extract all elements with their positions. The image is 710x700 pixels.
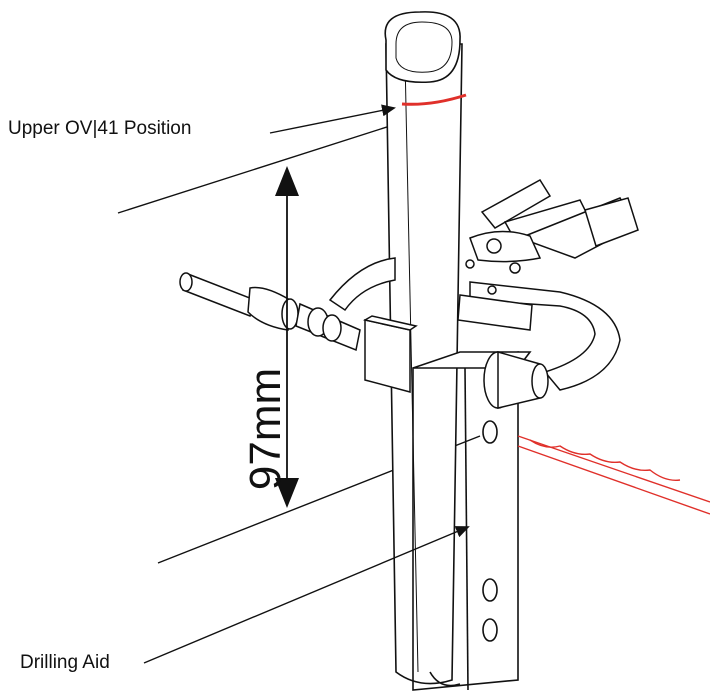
- dimension-label: 97mm: [241, 367, 290, 491]
- drill-bit: [517, 435, 710, 515]
- left-pin: [179, 272, 361, 352]
- upper-position-marker: [401, 93, 467, 106]
- leader-arrows: [143, 104, 470, 664]
- drilling-aid-label: Drilling Aid: [20, 652, 110, 673]
- dimension-arrow: [275, 166, 299, 508]
- clamp-assembly: [328, 179, 639, 393]
- knob: [483, 351, 549, 409]
- upper-position-label: Upper OV|41 Position: [8, 118, 192, 139]
